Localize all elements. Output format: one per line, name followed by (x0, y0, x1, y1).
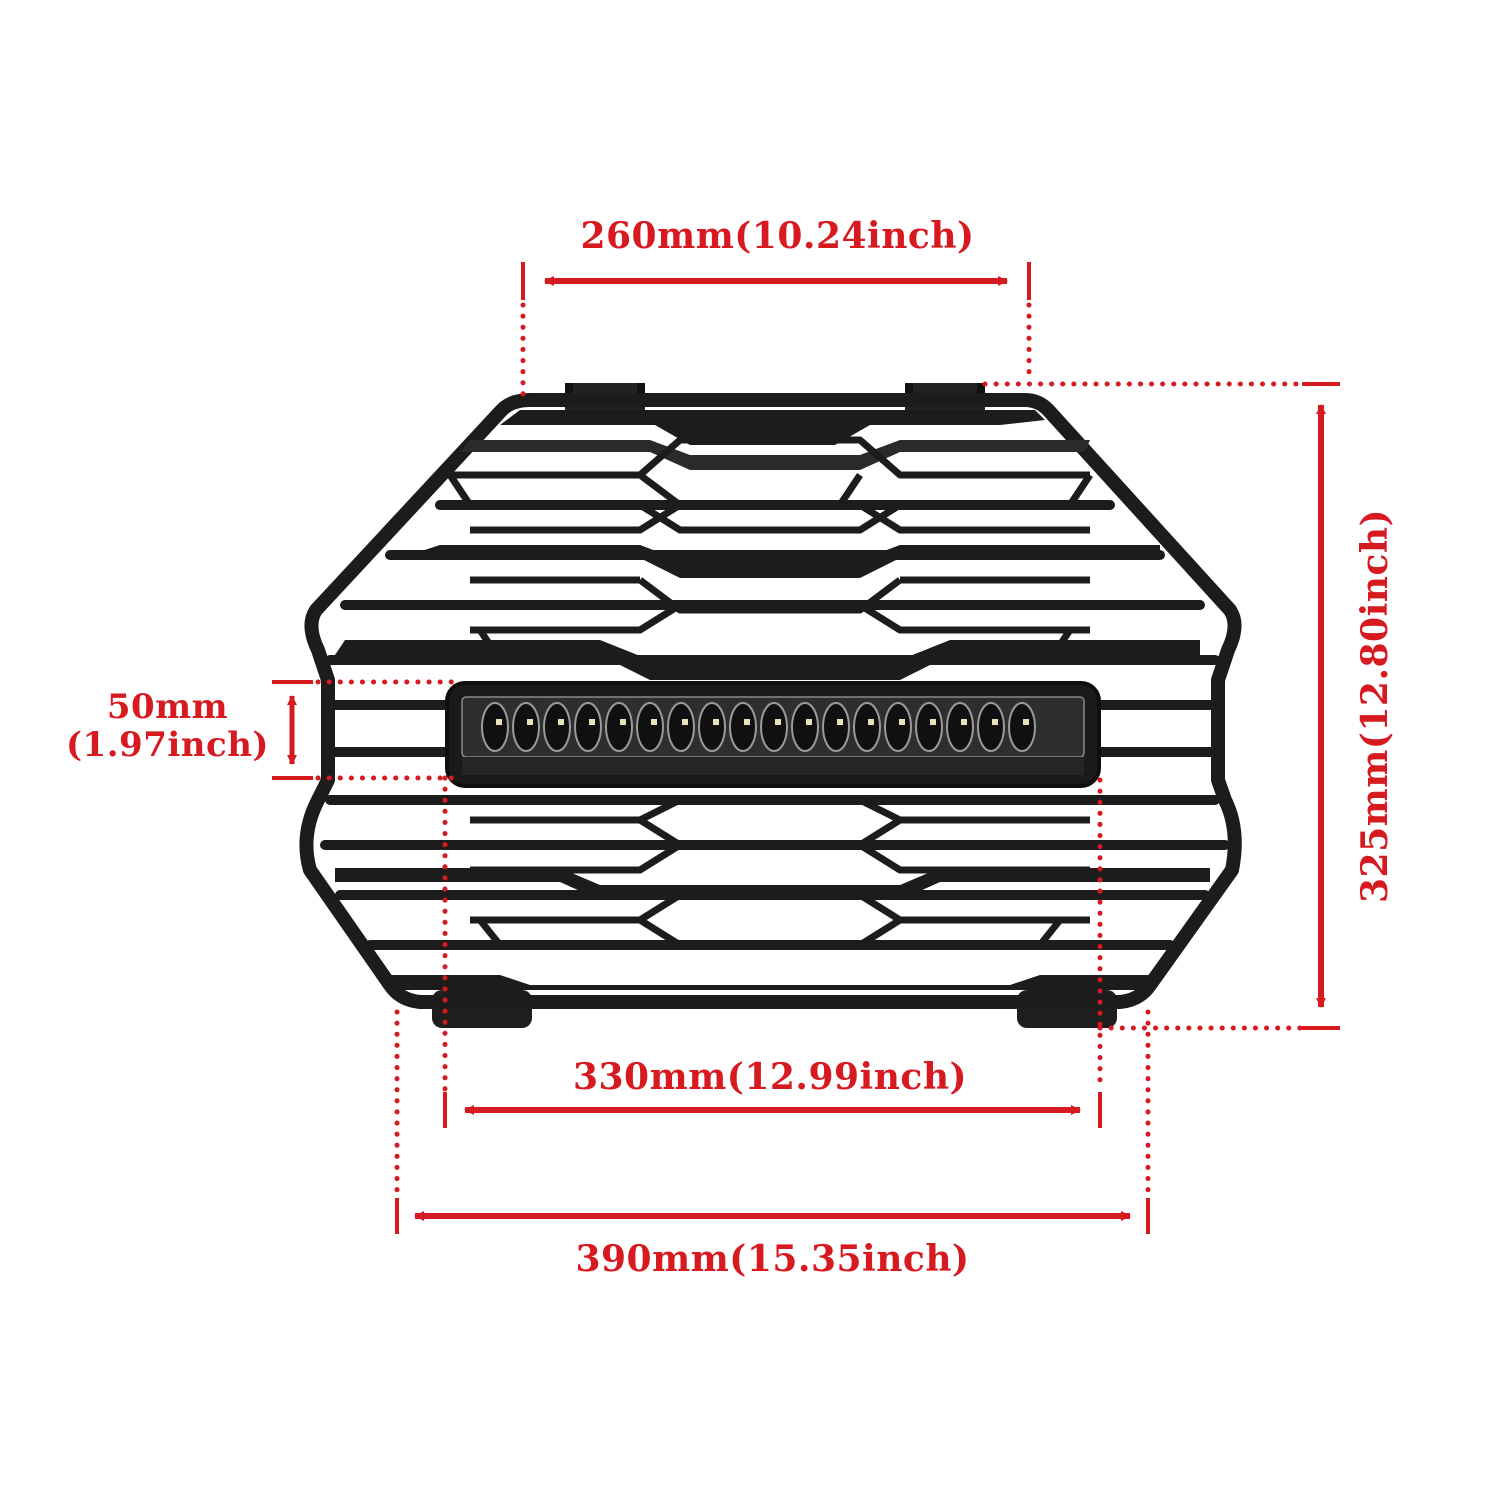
height-dimension (982, 381, 1340, 1031)
light-bar-width-label: 330mm(12.99inch) (572, 1056, 968, 1098)
top-width-label: 260mm(10.24inch) (580, 215, 975, 257)
grille-body (299, 383, 1242, 1028)
light-bar-height-mm: 50mm (106, 687, 229, 727)
light-bar-width-dimension (442, 775, 1103, 1128)
height-label: 325mm(12.80inch) (1354, 508, 1396, 903)
light-bar-height-dimension (272, 679, 463, 781)
overall-width-label: 390mm(15.35inch) (575, 1238, 970, 1280)
dimension-lines (272, 262, 1340, 1234)
top-width-dimension (520, 262, 1032, 403)
led-light-bar (445, 681, 1101, 788)
led-lens-row (481, 702, 1036, 752)
light-bar-height-label: 50mm (1.97inch) (60, 688, 275, 764)
overall-width-dimension (394, 1009, 1151, 1234)
light-bar-height-inch: (1.97inch) (65, 725, 270, 765)
